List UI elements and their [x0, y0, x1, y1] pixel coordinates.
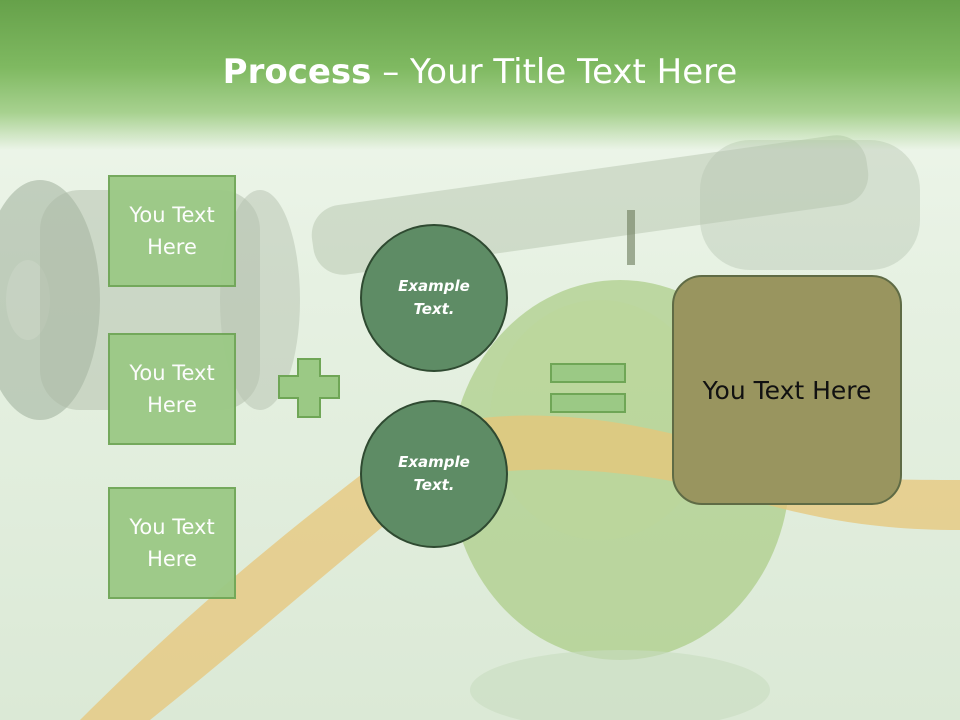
title-bar [0, 0, 960, 150]
input-box-1[interactable]: You Text Here [108, 175, 236, 287]
example-circle-1[interactable]: Example Text. [360, 224, 508, 372]
input-box-label: You Text Here [129, 203, 215, 259]
input-box-3[interactable]: You Text Here [108, 487, 236, 599]
title-dash: – [382, 52, 400, 92]
title-text: Your Title Text Here [410, 52, 738, 92]
title-bold: Process [222, 52, 372, 92]
input-box-2[interactable]: You Text Here [108, 333, 236, 445]
circle-label: Example Text. [398, 453, 470, 494]
input-box-label: You Text Here [129, 361, 215, 417]
result-box[interactable]: You Text Here [672, 275, 902, 505]
result-label: You Text Here [702, 375, 872, 405]
example-circle-2[interactable]: Example Text. [360, 400, 508, 548]
circle-label: Example Text. [398, 277, 470, 318]
slide-title: Process – Your Title Text Here [0, 52, 960, 92]
input-box-label: You Text Here [129, 515, 215, 571]
